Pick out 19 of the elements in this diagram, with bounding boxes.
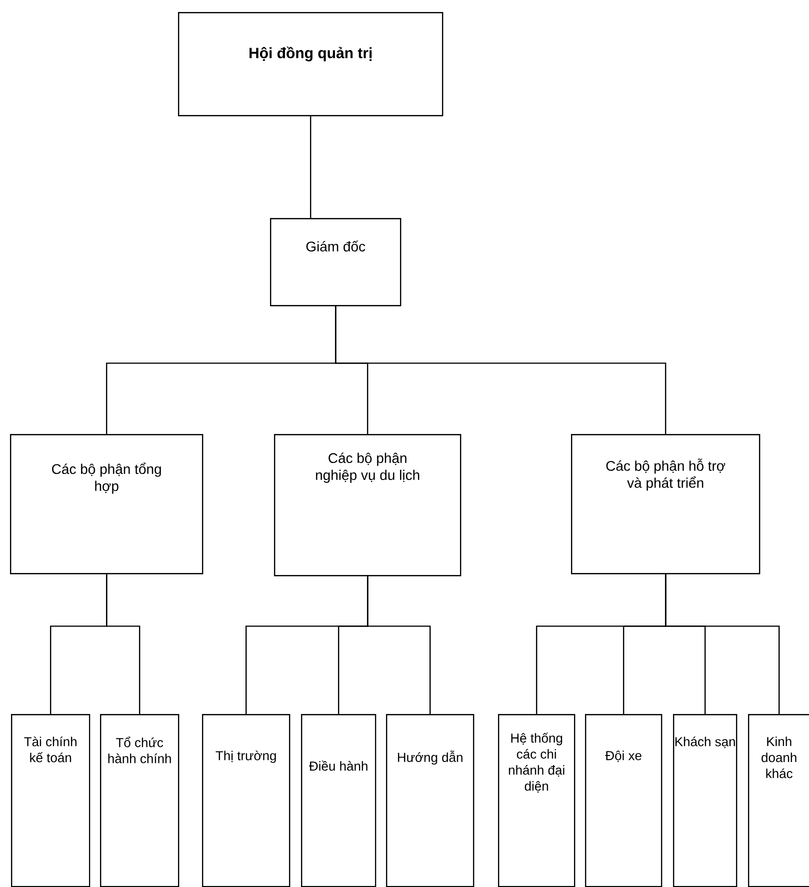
org-box: Hướng dẫn (386, 714, 474, 887)
connector-line (310, 116, 312, 218)
connector-line (335, 306, 666, 434)
org-box: Điều hành (301, 714, 376, 887)
title-box: Hội đồng quản trị (178, 12, 444, 116)
org-box: Kinh doanh khác (748, 714, 809, 887)
org-box: Hệ thống các chi nhánh đại diện (498, 714, 576, 887)
org-box: Các bộ phận nghiệp vụ du lịch (274, 434, 462, 576)
org-box: Giám đốc (270, 218, 402, 306)
org-box: Các bộ phận hỗ trợ và phát triển (571, 434, 760, 574)
org-box: Tổ chức hành chính (100, 714, 180, 887)
connector-line (106, 574, 140, 714)
org-box: Khách sạn (673, 714, 738, 887)
org-box: Thị trường (202, 714, 290, 887)
org-box: Tài chính kế toán (11, 714, 90, 887)
connector-line (665, 574, 780, 714)
org-box: Các bộ phận tổng hợp (10, 434, 204, 574)
org-box: Đội xe (585, 714, 662, 887)
connector-line (367, 576, 431, 714)
